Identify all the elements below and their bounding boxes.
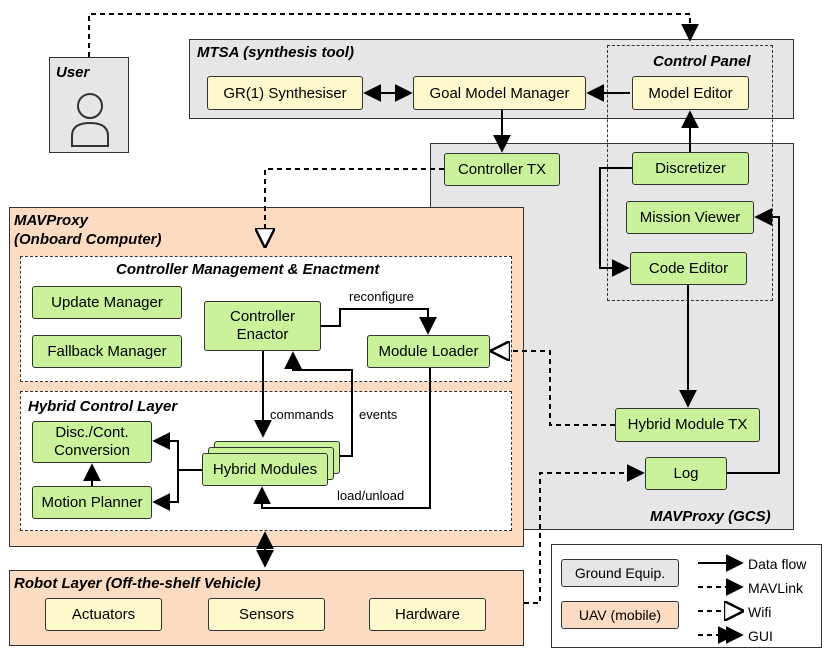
log[interactable]: Log <box>645 457 727 490</box>
label-commands: commands <box>270 407 334 422</box>
goal-model-manager[interactable]: Goal Model Manager <box>413 76 586 110</box>
edge-hmtx-loader <box>492 351 615 426</box>
edge-hm-motion <box>152 470 179 511</box>
actuators[interactable]: Actuators <box>45 598 162 631</box>
controller-enactor[interactable]: Controller Enactor <box>204 301 321 351</box>
edge-ctx-wifi <box>265 168 444 246</box>
control-panel-title: Control Panel <box>653 53 751 70</box>
edge-user-gui <box>88 13 699 57</box>
edge-events <box>284 351 353 457</box>
code-editor[interactable]: Code Editor <box>630 252 747 285</box>
control-panel-region <box>607 45 773 301</box>
legend-mavlink: MAVLink <box>748 580 803 596</box>
user-icon <box>71 93 109 147</box>
hcl-title: Hybrid Control Layer <box>28 398 178 415</box>
model-editor[interactable]: Model Editor <box>632 76 749 110</box>
onboard-title-line1: MAVProxy <box>14 212 88 229</box>
controller-enactor-line1: Controller <box>229 308 296 325</box>
robot-title: Robot Layer (Off-the-shelf Vehicle) <box>14 575 261 592</box>
edge-robot-log <box>524 464 645 604</box>
legend-gui: GUI <box>748 628 773 644</box>
mtsa-title: MTSA (synthesis tool) <box>197 44 354 61</box>
user-label: User <box>56 64 90 81</box>
edge-reconfigure <box>321 308 437 335</box>
update-manager[interactable]: Update Manager <box>32 286 182 319</box>
disc-cont-line1: Disc./Cont. <box>55 424 129 441</box>
sensors[interactable]: Sensors <box>208 598 325 631</box>
fallback-manager[interactable]: Fallback Manager <box>32 335 182 368</box>
disc-cont-line2: Conversion <box>54 442 130 459</box>
user-box[interactable]: User <box>49 57 129 153</box>
motion-planner[interactable]: Motion Planner <box>32 486 152 519</box>
edge-load <box>253 368 431 509</box>
gr1-synthesiser[interactable]: GR(1) Synthesiser <box>207 76 363 110</box>
hardware[interactable]: Hardware <box>369 598 486 631</box>
legend: Ground Equip. UAV (mobile) Data flow MAV… <box>551 544 822 648</box>
edge-disc-code <box>599 167 632 277</box>
edge-hm-disc <box>152 432 179 470</box>
hybrid-module-tx[interactable]: Hybrid Module TX <box>615 408 760 442</box>
cme-title: Controller Management & Enactment <box>116 261 380 278</box>
gcs-title: MAVProxy (GCS) <box>650 508 771 525</box>
mission-viewer[interactable]: Mission Viewer <box>626 201 754 234</box>
controller-tx[interactable]: Controller TX <box>444 153 560 186</box>
onboard-title-line2: (Onboard Computer) <box>14 231 162 248</box>
discretizer[interactable]: Discretizer <box>632 152 749 185</box>
controller-enactor-line2: Enactor <box>236 326 289 343</box>
disc-cont-conversion[interactable]: Disc./Cont. Conversion <box>32 421 152 463</box>
legend-ground-swatch: Ground Equip. <box>561 559 679 587</box>
legend-wifi: Wifi <box>748 604 772 620</box>
edge-log-viewer <box>727 208 780 474</box>
hybrid-modules[interactable]: Hybrid Modules <box>202 453 328 486</box>
legend-data-flow: Data flow <box>748 556 807 572</box>
label-events: events <box>359 407 398 422</box>
label-reconfigure: reconfigure <box>349 289 415 304</box>
module-loader[interactable]: Module Loader <box>367 335 490 368</box>
legend-uav-swatch: UAV (mobile) <box>561 601 679 629</box>
label-load-unload: load/unload <box>337 488 405 503</box>
